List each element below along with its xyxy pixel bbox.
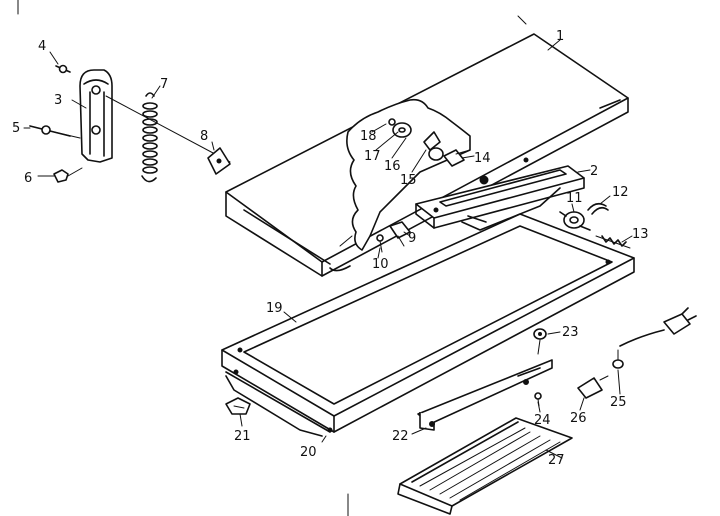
switch-part-14: [443, 149, 465, 167]
part-label-7: 7: [160, 77, 168, 92]
part-label-26: 26: [570, 411, 587, 426]
part-label-16: 16: [384, 159, 401, 174]
part-label-9: 9: [408, 231, 416, 246]
washer-part-17: [392, 122, 412, 138]
grommet-part-23: [533, 328, 547, 355]
foot-part-21: [225, 397, 251, 415]
part-label-23: 23: [562, 325, 579, 340]
leader-lines: [23, 39, 633, 459]
part-label-15: 15: [400, 173, 417, 188]
coil-spring: [141, 92, 158, 183]
part-labels: 1 2 3 4 5 6 7 8 9 10 11 12 13 14 15 16 1…: [12, 29, 649, 468]
rail-bracket: [415, 157, 585, 231]
part-label-12: 12: [612, 185, 629, 200]
part-label-27: 27: [548, 453, 565, 468]
part-label-20: 20: [300, 445, 317, 460]
switch-assembly: [388, 118, 471, 167]
part-label-8: 8: [200, 129, 208, 144]
knob-part-15: [428, 147, 444, 161]
hinge-clamp: [79, 69, 231, 163]
spring-part-13: [595, 235, 631, 249]
part-label-14: 14: [474, 151, 491, 166]
part-label-10: 10: [372, 257, 389, 272]
part-label-24: 24: [534, 413, 551, 428]
part-label-18: 18: [360, 129, 377, 144]
part-label-6: 6: [24, 171, 32, 186]
part-label-21: 21: [234, 429, 251, 444]
part-label-5: 5: [12, 121, 20, 136]
lamp-holder-part-11: [559, 211, 591, 231]
power-cord-part-25: [612, 307, 697, 369]
part-label-2: 2: [590, 164, 598, 179]
clip-part-9: [389, 221, 411, 247]
bracket-part-22: [417, 359, 553, 431]
part-label-25: 25: [610, 395, 627, 410]
mounting-plate: [207, 147, 231, 175]
base-frame: [221, 213, 635, 437]
part-label-22: 22: [392, 429, 409, 444]
cover-board: [225, 33, 629, 277]
part-label-1: 1: [556, 29, 564, 44]
part-label-19: 19: [266, 301, 283, 316]
screw-part-18: [388, 118, 396, 126]
part-label-3: 3: [54, 93, 62, 108]
clip-part-12: [587, 202, 609, 215]
part-label-17: 17: [364, 149, 381, 164]
screw-part-6: [37, 167, 83, 183]
screw-part-10: [376, 234, 384, 253]
nut-part-16: [423, 131, 441, 151]
plug-icon: [663, 313, 691, 335]
part-label-4: 4: [38, 39, 46, 54]
sleeve-part-26: [577, 375, 609, 399]
part-label-11: 11: [566, 191, 583, 206]
part-label-13: 13: [632, 227, 649, 242]
screw-part-5: [29, 125, 81, 139]
tray-part-27: [397, 417, 573, 515]
corner-mark: [517, 15, 527, 25]
screw-part-4: [55, 64, 71, 74]
